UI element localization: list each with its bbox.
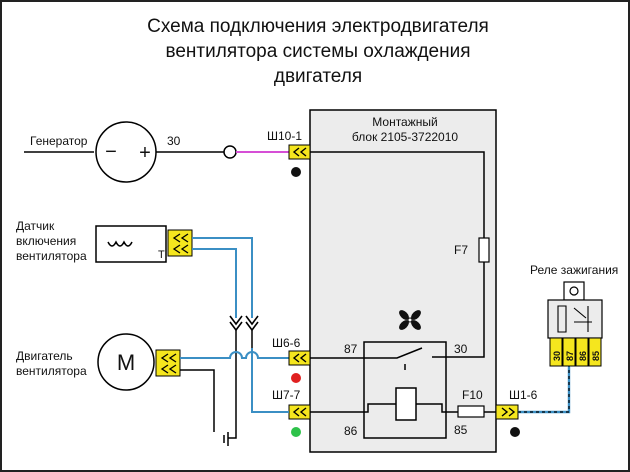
- ignition-relay-label: Реле зажигания: [530, 263, 618, 277]
- ignition-relay-pin-30: 30: [552, 351, 562, 361]
- relay-pin-86: 86: [344, 424, 358, 438]
- connector-sh7-dot-green: [291, 427, 301, 437]
- motor-wire-ground: [180, 369, 215, 432]
- relay-coil: [395, 387, 417, 421]
- sensor-label-2: включения: [16, 234, 76, 248]
- motor-symbol: [97, 333, 155, 391]
- relay-switch-contact: [310, 347, 447, 359]
- sensor-label-3: вентилятора: [16, 249, 87, 263]
- connector-sh10-label: Ш10-1: [267, 129, 302, 143]
- motor-label-1: Двигатель: [16, 349, 73, 363]
- connector-sh6-arrows: [292, 353, 307, 363]
- connector-sh1-dot: [510, 427, 520, 437]
- connector-sh10: [288, 144, 311, 160]
- relay-coil-wires: [310, 403, 458, 413]
- title-line-1: Схема подключения электродвигателя: [147, 16, 489, 37]
- ground-wire: [228, 330, 237, 439]
- connector-sensor-arrows: [172, 233, 189, 254]
- fan-icon: [399, 310, 421, 330]
- fuse-f10: [457, 405, 485, 418]
- connector-sh7-arrows: [292, 407, 307, 417]
- relay-pin-85: 85: [454, 423, 468, 437]
- mounting-block-code: блок 2105-3722010: [352, 130, 458, 144]
- ignition-relay-pin-87: 87: [565, 351, 575, 361]
- terminal-ring: [223, 145, 237, 159]
- sensor-wire-lower: [192, 248, 237, 318]
- connector-sh6: [288, 350, 311, 366]
- relay-pin-30: 30: [454, 342, 468, 356]
- ignition-relay-pins: 30 87 86 85: [549, 337, 602, 367]
- ignition-relay-pin-85: 85: [591, 351, 601, 361]
- ignition-wire-stripe: [518, 366, 570, 413]
- title-line-2: вентилятора системы охлаждения: [165, 41, 470, 62]
- generator-terminal-30: 30: [167, 134, 181, 148]
- connector-motor: [155, 349, 181, 377]
- sensor-bimetal-icon: [107, 240, 133, 247]
- ground-icon: [223, 432, 229, 446]
- sensor-wire-upper: [192, 237, 253, 318]
- connector-motor-arrows: [160, 353, 177, 374]
- generator-label: Генератор: [30, 134, 88, 148]
- ignition-relay-pin-85-box: [588, 337, 602, 367]
- sensor-terminal-t: T: [158, 249, 165, 261]
- relay-pin-87: 87: [344, 342, 358, 356]
- fuse-f10-label: F10: [462, 388, 483, 402]
- motor-wire-87: [180, 351, 289, 359]
- sensor-label-1: Датчик: [16, 219, 55, 233]
- wire-splice-arrows-right: [245, 315, 259, 332]
- fuse-f7-label: F7: [454, 243, 468, 257]
- title-line-3: двигателя: [274, 66, 362, 87]
- internal-wire-f7: [310, 151, 485, 238]
- connector-sensor: [167, 229, 193, 257]
- connector-sh6-dot-red: [291, 373, 301, 383]
- connector-sh7: [288, 404, 311, 420]
- generator-plus: +: [139, 142, 151, 164]
- connector-sh6-label: Ш6-6: [272, 336, 301, 350]
- connector-sh1-arrows: [501, 407, 516, 417]
- sensor-wire-86: [251, 348, 289, 413]
- ignition-relay-pin-30-box: [549, 337, 563, 367]
- wire-splice-arrows-left: [229, 315, 243, 332]
- motor-letter: M: [117, 350, 135, 375]
- fuse-f7: [478, 237, 490, 263]
- mounting-block-title: Монтажный: [372, 115, 437, 129]
- connector-sh10-arrows: [292, 147, 307, 157]
- ignition-relay-pin-86-box: [575, 337, 589, 367]
- internal-wire-30: [447, 262, 485, 358]
- ignition-relay-body: [547, 299, 603, 339]
- ignition-relay-pin-86: 86: [578, 351, 588, 361]
- connector-sh7-label: Ш7-7: [272, 388, 301, 402]
- ignition-relay-tab-hole: [569, 286, 579, 296]
- motor-label-2: вентилятора: [16, 364, 87, 378]
- connector-sh10-dot: [291, 167, 301, 177]
- connector-sh1-label: Ш1-6: [509, 388, 538, 402]
- ignition-relay-schematic-icon: [557, 305, 592, 333]
- generator-minus: −: [105, 141, 117, 163]
